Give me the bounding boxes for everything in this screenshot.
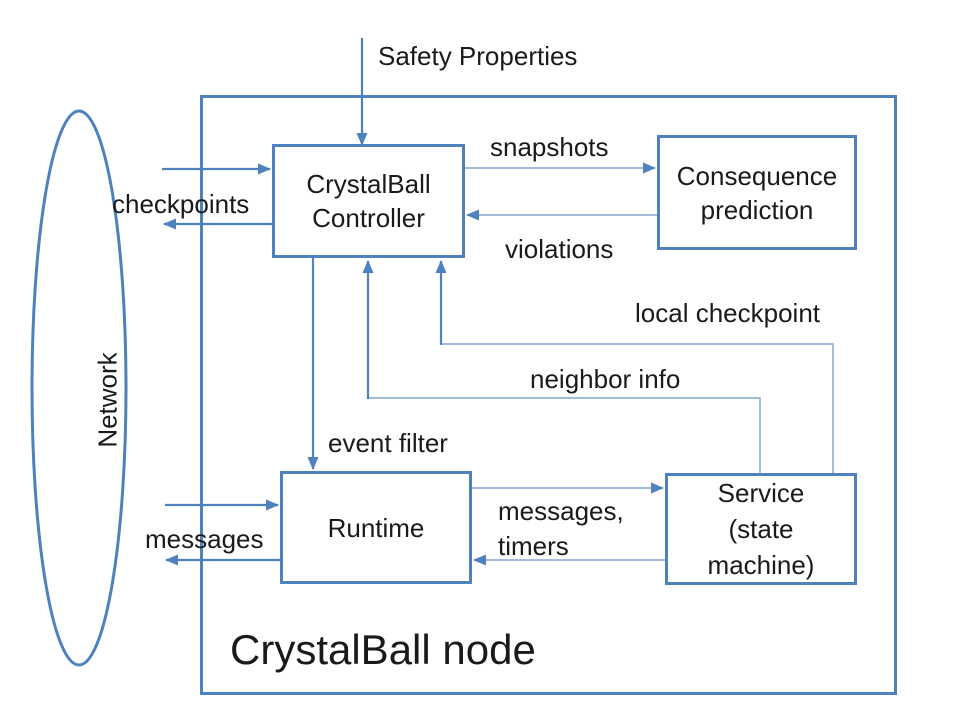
messages-timers-line2: timers (498, 531, 569, 561)
crystalball-node-boundary (200, 95, 897, 695)
runtime-label: Runtime (327, 512, 425, 543)
neighbor-info-label: neighbor info (530, 364, 681, 394)
service-label-line3: machine) (707, 550, 815, 580)
service-state-machine-box: Service (state machine) (665, 473, 857, 585)
edge-neighbor-info-elbow (368, 397, 761, 473)
checkpoints-label: checkpoints (112, 189, 250, 219)
consequence-label-line2: prediction (700, 194, 814, 225)
crystalball-node-title: CrystalBall node (230, 626, 536, 673)
snapshots-label: snapshots (490, 132, 609, 162)
messages-label: messages (145, 524, 264, 554)
consequence-prediction-box: Consequence prediction (657, 135, 857, 250)
service-label-line2: (state (728, 514, 794, 544)
runtime-box: Runtime (280, 471, 472, 584)
messages-timers-label: messages, timers (498, 494, 624, 564)
safety-properties-label: Safety Properties (378, 41, 578, 71)
crystalball-controller-box: CrystalBall Controller (272, 144, 465, 258)
consequence-label-line1: Consequence (676, 160, 838, 191)
network-ellipse (30, 109, 128, 667)
event-filter-label: event filter (328, 428, 448, 458)
local-checkpoint-label: local checkpoint (635, 298, 820, 328)
controller-label-line1: CrystalBall (306, 169, 431, 199)
network-label: Network (92, 352, 123, 448)
controller-label-line2: Controller (312, 203, 425, 233)
edge-local-checkpoint-elbow (441, 343, 834, 473)
service-label-line1: Service (717, 478, 805, 508)
messages-timers-line1: messages, (498, 496, 624, 526)
violations-label: violations (505, 234, 614, 264)
